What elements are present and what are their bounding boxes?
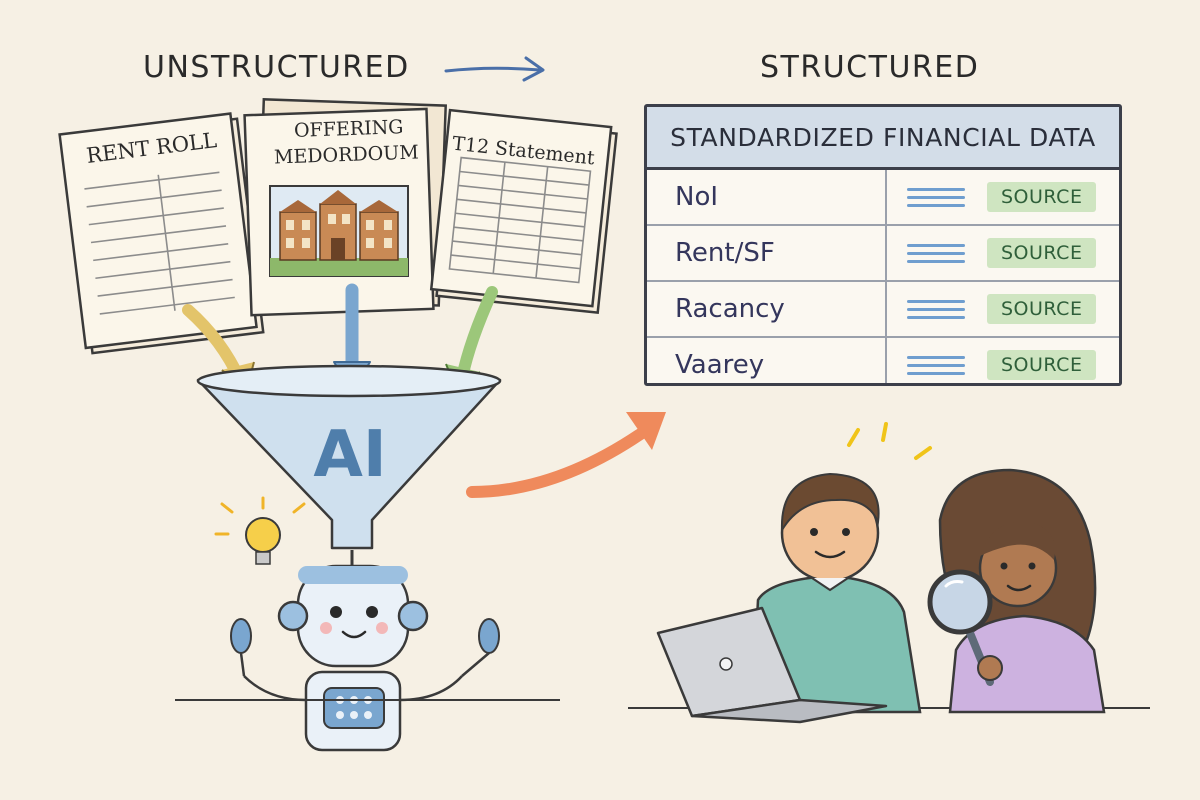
t12-statement-document <box>429 108 618 315</box>
magnifying-glass-icon <box>927 569 1003 686</box>
value-lines-icon <box>907 355 965 375</box>
green-arrow <box>456 286 498 384</box>
sparkle-lines <box>847 422 932 460</box>
source-badge[interactable]: SOURCE <box>987 350 1097 380</box>
offering-memorandum-document <box>243 97 447 317</box>
value-lines-icon <box>907 187 965 207</box>
column-divider <box>885 170 887 224</box>
rent-roll-document <box>58 112 265 355</box>
metric-label: NoI <box>675 182 719 212</box>
unstructured-header: UNSTRUCTURED <box>143 50 410 85</box>
metric-label: Vaarey <box>675 350 765 380</box>
source-badge[interactable]: SOURCE <box>987 238 1097 268</box>
table-row: Rent/SF SOURCE <box>647 226 1119 282</box>
table-row: Racancy SOURCE <box>647 282 1119 338</box>
column-divider <box>885 282 887 336</box>
metric-label: Racancy <box>675 294 785 324</box>
structured-header: STRUCTURED <box>760 50 980 85</box>
flow-arrow <box>466 412 666 498</box>
table-row: NoI SOURCE <box>647 170 1119 226</box>
value-lines-icon <box>907 299 965 319</box>
table-title: STANDARDIZED FINANCIAL DATA <box>647 107 1119 170</box>
source-badge[interactable]: SOURCE <box>987 182 1097 212</box>
ai-funnel <box>196 364 502 550</box>
robot-mascot <box>230 550 500 752</box>
laptop <box>656 606 888 724</box>
column-divider <box>885 226 887 280</box>
source-badge[interactable]: SOURCE <box>987 294 1097 324</box>
column-divider <box>885 338 887 383</box>
header-arrow <box>444 56 545 82</box>
value-lines-icon <box>907 243 965 263</box>
analyst-boy <box>750 472 922 714</box>
funnel-ai-label: AI <box>313 418 386 492</box>
table-row: Vaarey SOURCE <box>647 338 1119 383</box>
lightbulb-icon <box>214 496 306 565</box>
financial-data-table: STANDARDIZED FINANCIAL DATA NoI SOURCE R… <box>644 104 1122 386</box>
offering-title-line1: OFFERING <box>293 116 404 142</box>
metric-label: Rent/SF <box>675 238 775 268</box>
